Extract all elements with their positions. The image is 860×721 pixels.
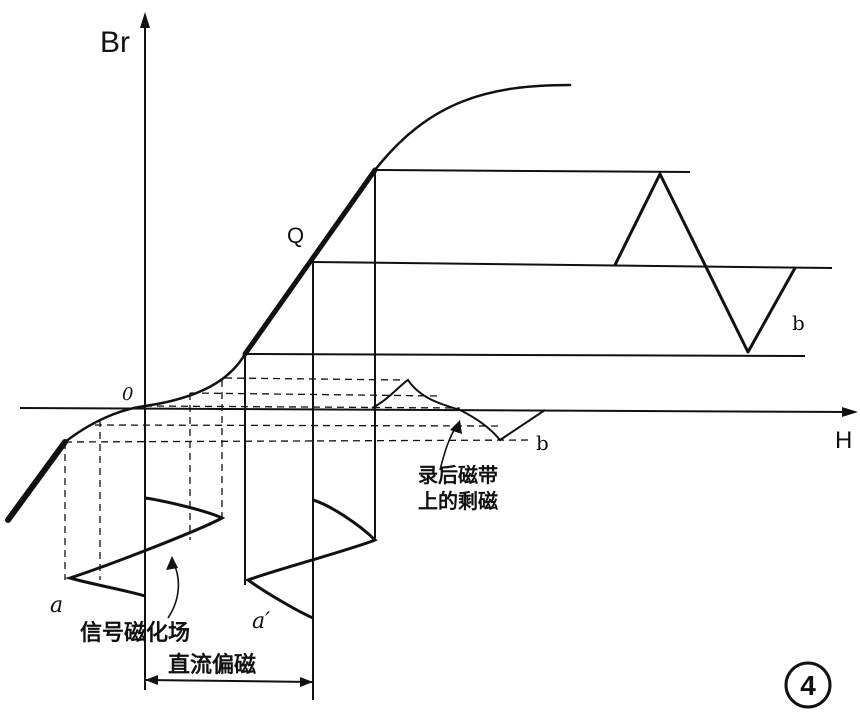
point-label-a: a [50, 593, 63, 618]
signal-field-annotation: 信号磁化场 [80, 620, 190, 645]
point-label-b-lower: b [536, 431, 549, 455]
figure-number-badge: 4 [784, 661, 832, 709]
curve-linear-segment [242, 167, 378, 357]
projection-lines-dashed [64, 377, 531, 443]
proj-top [374, 169, 691, 173]
bias-field-annotation: 直流偏磁 [168, 652, 256, 677]
magnetization-curve [5, 83, 572, 523]
x-axis-arrow [842, 407, 858, 417]
vertical-projections [64, 170, 376, 700]
curve-lower [63, 352, 247, 444]
residual-annotation-line2: 上的剩磁 [418, 489, 498, 513]
annotation-arrows [166, 420, 462, 619]
curve-saturation [373, 83, 572, 172]
proj-q [312, 261, 833, 269]
proj-bottom [244, 353, 806, 357]
output-waveform-b-lower [371, 378, 546, 442]
residual-annotation-line1: 录后磁带 [418, 463, 498, 487]
axes [19, 12, 858, 690]
point-label-b-upper: b [792, 311, 805, 335]
point-label-a-prime: a′ [252, 609, 270, 634]
x-axis [19, 407, 853, 413]
x-axis-label: H [835, 427, 852, 454]
output-waveform-b-upper [613, 172, 797, 354]
input-waveform-a-prime [244, 498, 378, 620]
operating-point-label: Q [287, 223, 304, 248]
projection-lines-solid [244, 169, 833, 357]
bias-dimension [144, 675, 314, 687]
y-axis-arrow [140, 12, 150, 28]
figure-number: 4 [800, 670, 816, 701]
y-axis-label: Br [100, 26, 130, 59]
curve-lower-tail [5, 439, 68, 523]
input-waveform-a [64, 496, 226, 598]
origin-label: 0 [122, 384, 133, 405]
